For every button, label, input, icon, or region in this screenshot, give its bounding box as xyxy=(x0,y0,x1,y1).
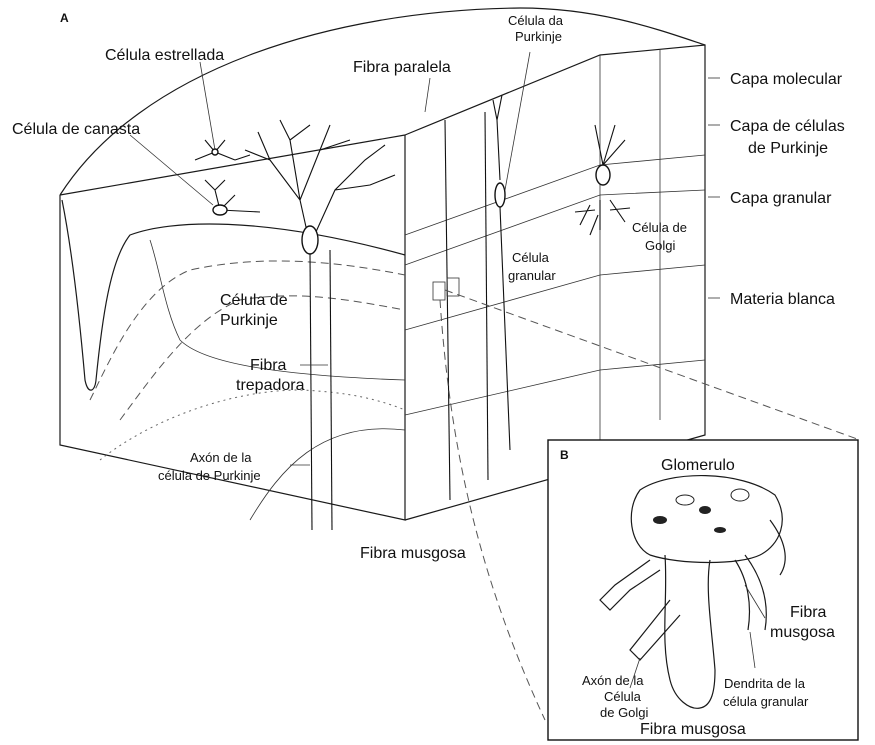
side-purkinje-soma xyxy=(495,183,505,207)
basket-processes xyxy=(205,180,260,212)
purkinje-dendrites xyxy=(245,120,395,245)
label-b-mossy-1: Fibra xyxy=(790,604,827,621)
label-layer-molecular: Capa molecular xyxy=(730,71,843,88)
label-axon-1: Axón de la xyxy=(190,450,252,465)
stellate-cell xyxy=(195,140,250,160)
label-golgi-1: Célula de xyxy=(632,220,687,235)
side-purkinje-axon xyxy=(500,207,510,450)
granule-box-1 xyxy=(433,282,445,300)
label-layer-purkinje-1: Capa de células xyxy=(730,118,845,135)
label-purkinje-mid-2: Purkinje xyxy=(220,312,278,329)
label-climbing-fiber-2: trepadora xyxy=(236,377,305,394)
label-purkinje-top-1: Célula da xyxy=(508,13,564,28)
label-basket-cell: Célula de canasta xyxy=(12,121,140,138)
glom-dot-5 xyxy=(714,527,726,533)
side-purkinje-cell xyxy=(445,95,510,500)
label-purkinje-mid-1: Célula de xyxy=(220,292,288,309)
leader-purkinje-top xyxy=(505,52,530,190)
label-climbing-fiber-1: Fibra xyxy=(250,357,287,374)
label-b-mossy-bottom: Fibra musgosa xyxy=(640,721,746,738)
label-b-golgi-axon-3: de Golgi xyxy=(600,705,649,720)
glom-dot-2 xyxy=(699,506,711,514)
label-b-dendrite-1: Dendrita de la xyxy=(724,676,806,691)
label-b-golgi-axon-2: Célula xyxy=(604,689,642,704)
basket-cell xyxy=(205,180,260,215)
golgi-region-soma xyxy=(596,165,610,185)
label-glomerulus: Glomerulo xyxy=(661,457,735,474)
folia-dotted xyxy=(100,390,405,460)
glom-dot-1 xyxy=(653,516,667,524)
label-layer-purkinje-2: de Purkinje xyxy=(748,140,828,157)
label-axon-2: célula de Purkinje xyxy=(158,468,261,483)
side-fiber-2 xyxy=(485,112,488,480)
climbing-fiber-line xyxy=(330,250,332,530)
panel-b xyxy=(548,440,858,740)
panel-a-letter: A xyxy=(60,11,69,25)
purkinje-soma xyxy=(302,226,318,254)
label-parallel-fiber: Fibra paralela xyxy=(353,59,451,76)
label-granule-2: granular xyxy=(508,268,556,283)
golgi-axon-arbor xyxy=(575,200,630,235)
connector-dashed-left xyxy=(440,300,545,720)
purkinje-axon xyxy=(310,254,312,530)
label-mossy-fiber-a: Fibra musgosa xyxy=(360,545,466,562)
leader-lines-a xyxy=(130,52,720,465)
golgi-region-dendrites xyxy=(595,125,625,165)
basket-soma xyxy=(213,205,227,215)
granule-cells xyxy=(433,278,459,300)
block-top-curve xyxy=(60,8,705,195)
label-b-golgi-axon-1: Axón de la xyxy=(582,673,644,688)
folia-lower-curve xyxy=(250,429,405,520)
panel-b-frame xyxy=(548,440,858,740)
panel-b-letter: B xyxy=(560,448,569,462)
side-purkinje-dendrites xyxy=(493,95,502,180)
label-granule-1: Célula xyxy=(512,250,550,265)
stellate-processes xyxy=(195,140,250,160)
granule-box-2 xyxy=(447,278,459,296)
label-layer-granular: Capa granular xyxy=(730,190,832,207)
label-b-mossy-2: musgosa xyxy=(770,624,835,641)
label-b-dendrite-2: célula granular xyxy=(723,694,809,709)
leader-stellate xyxy=(200,62,215,150)
leader-parallel xyxy=(425,78,430,112)
label-stellate-cell: Célula estrellada xyxy=(105,47,224,64)
front-face-top-edge xyxy=(60,135,405,195)
side-fiber-1 xyxy=(445,120,450,500)
label-purkinje-top-2: Purkinje xyxy=(515,29,562,44)
label-golgi-2: Golgi xyxy=(645,238,675,253)
label-layer-white: Materia blanca xyxy=(730,291,835,308)
golgi-purkinje-cell xyxy=(575,125,630,235)
